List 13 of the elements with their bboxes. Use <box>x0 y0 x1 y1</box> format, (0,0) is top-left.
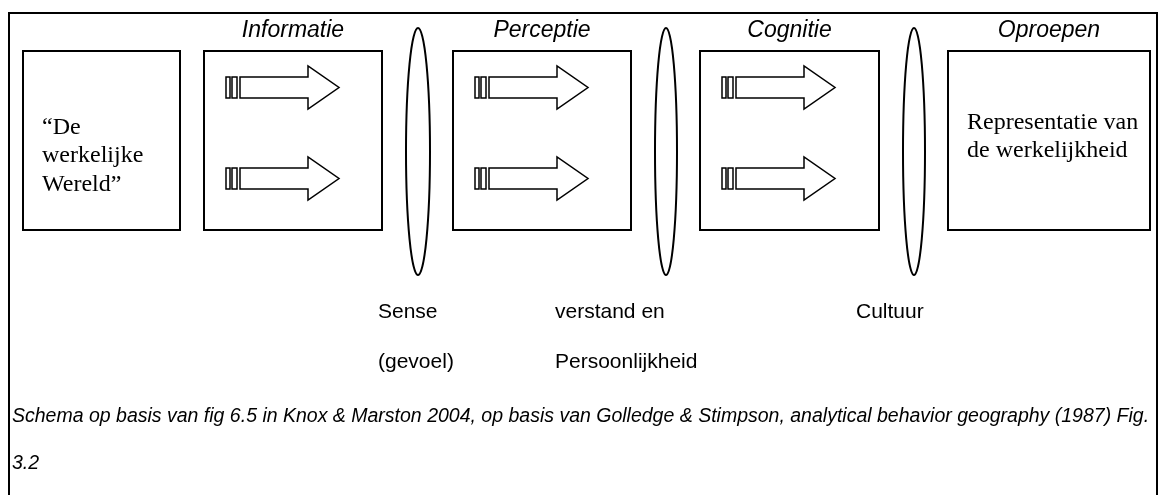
heading: Oproepen <box>996 15 1102 44</box>
heading: Perceptie <box>492 15 592 44</box>
heading: Cognitie <box>746 15 833 44</box>
annotation-text: Sense (gevoel) <box>378 298 455 374</box>
heading: Informatie <box>240 15 346 44</box>
ellipse-shape <box>654 27 678 276</box>
annotation-text: Cultuur <box>856 298 925 324</box>
box-text: “De werkelijke Wereld” <box>42 112 145 197</box>
ellipse-shape <box>405 27 431 276</box>
annotation-text: verstand en Persoonlijkheid <box>555 298 699 374</box>
ellipse-shape <box>902 27 926 276</box>
box-text: Representatie van de werkelijkheid <box>967 107 1140 164</box>
caption: Schema op basis van fig 6.5 in Knox & Marston 2004, op basis van Golledge & Stimpson, analytical behavior geography (1987) Fig. 3.2 <box>12 403 1151 475</box>
